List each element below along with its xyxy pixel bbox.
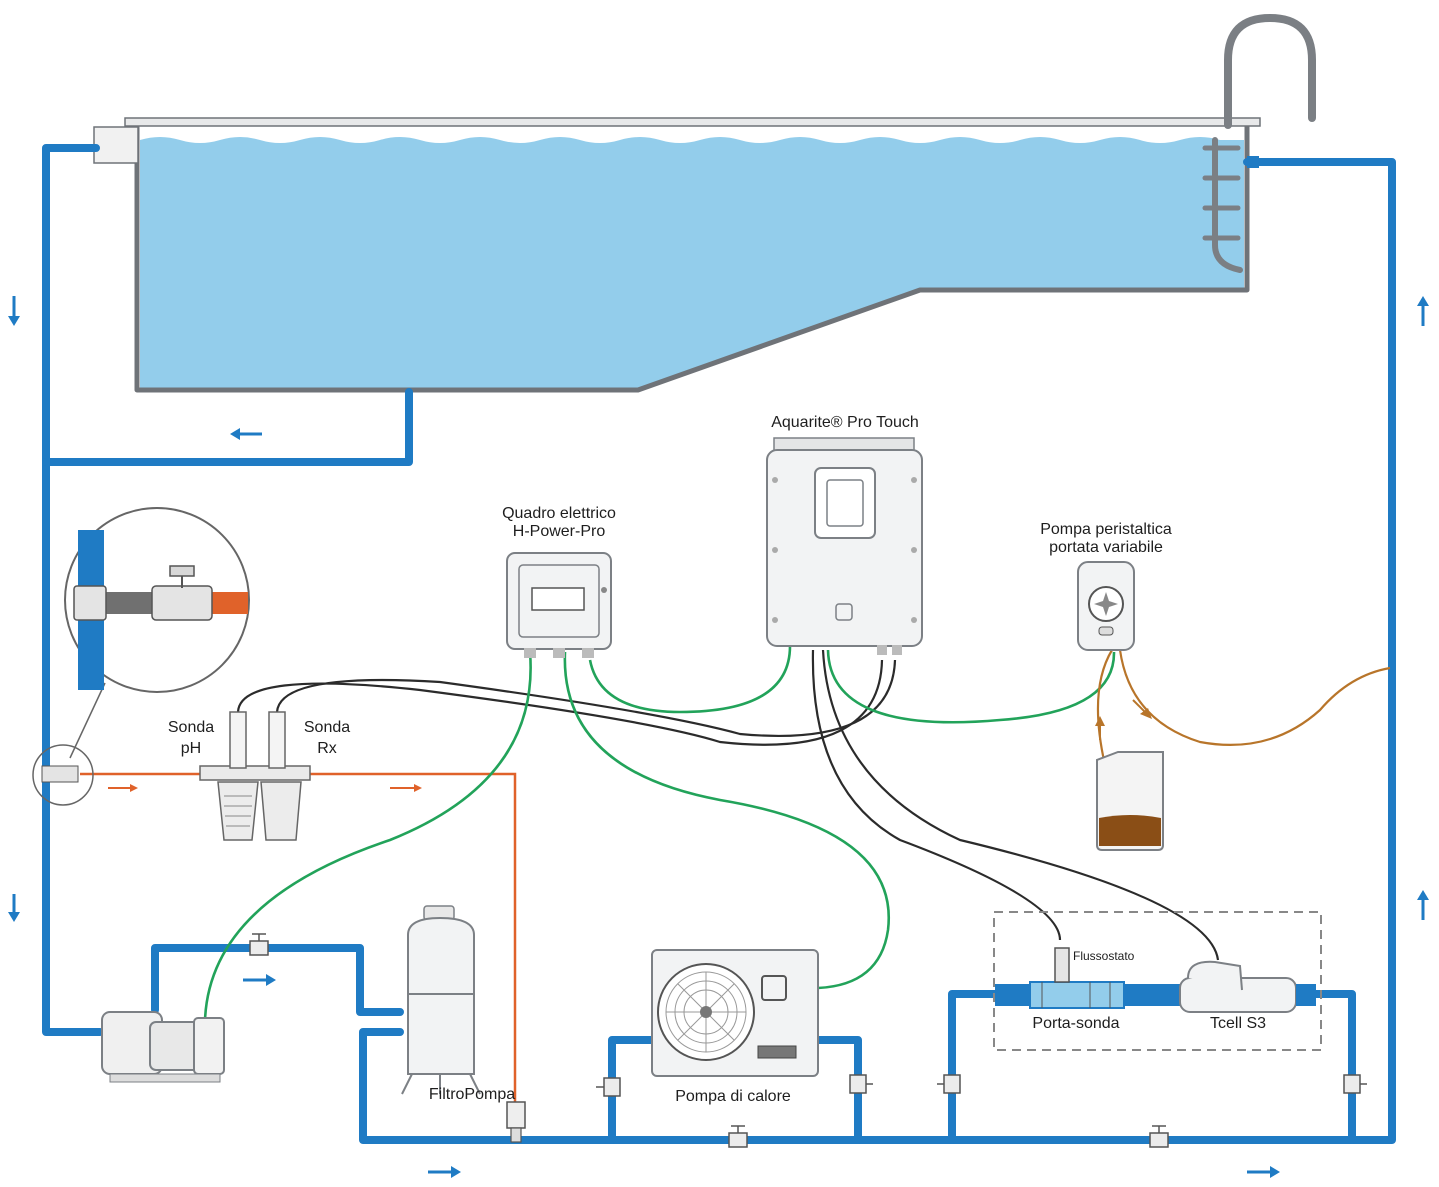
heat-pump-bypass xyxy=(608,1036,862,1144)
porta-sonda-label: Porta-sonda xyxy=(1032,1015,1120,1032)
green-cables xyxy=(203,645,1116,1021)
quadro-label-line2: H-Power-Pro xyxy=(512,523,606,540)
valve-icon xyxy=(728,1125,748,1148)
probe-holders xyxy=(199,711,311,841)
arrow-icon xyxy=(243,974,276,986)
arrow-icon xyxy=(8,296,20,326)
ladder-icon xyxy=(1202,13,1316,273)
quadro-label-line1: Quadro elettrico xyxy=(502,505,616,522)
sample-valve-bottom xyxy=(506,1101,526,1143)
filter-tank xyxy=(401,905,481,1095)
valve-icon xyxy=(849,1074,873,1094)
skimmer xyxy=(93,126,139,164)
fan-icon xyxy=(657,963,755,1061)
pool-water xyxy=(140,137,1244,388)
valve-icon xyxy=(249,933,269,956)
arrow-icon xyxy=(1247,1166,1280,1178)
aquarite-device xyxy=(766,437,923,655)
filter-out-pipe xyxy=(359,158,1396,1144)
magnifier-detail xyxy=(32,507,250,806)
valve-icon xyxy=(1343,1074,1367,1094)
pool-coping xyxy=(124,117,1261,127)
control-panel-device xyxy=(506,552,612,658)
flussostato-label: Flussostato xyxy=(1073,949,1135,963)
peristaltic-label-line1: Pompa peristaltica xyxy=(1040,521,1172,538)
return-inlet xyxy=(1247,156,1259,168)
cell-bypass xyxy=(948,990,1356,1144)
arrow-icon xyxy=(1417,890,1429,920)
tcell xyxy=(1179,960,1316,1013)
arrow-icon xyxy=(8,894,20,922)
valve-icon xyxy=(596,1077,621,1097)
aquarite-label: Aquarite® Pro Touch xyxy=(771,414,919,431)
flow-arrows xyxy=(8,296,1429,1178)
heat-pump xyxy=(651,949,819,1077)
pipes xyxy=(42,144,1396,1144)
probe-holder-pipe xyxy=(995,947,1181,1009)
filtro-pompa-label: FiltroPompa xyxy=(428,1086,516,1103)
sonda-ph-label-line2: pH xyxy=(180,740,202,757)
sonda-rx-label-line1: Sonda xyxy=(303,719,351,736)
valve-icon xyxy=(1149,1125,1169,1148)
peristaltic-label-line2: portata variabile xyxy=(1049,539,1163,556)
arrow-icon xyxy=(230,428,262,440)
black-cables xyxy=(236,649,1220,961)
pool-wall xyxy=(134,126,1250,393)
pool xyxy=(93,13,1316,393)
main-drain-pipe xyxy=(42,388,413,466)
peristaltic-pump-device xyxy=(1077,561,1135,651)
valve-icon xyxy=(937,1074,961,1094)
pump-to-filter-pipe xyxy=(151,944,404,1016)
tank-icon xyxy=(1096,751,1164,851)
sonda-rx-label-line2: Rx xyxy=(317,740,337,757)
arrow-icon xyxy=(1417,296,1429,326)
cell-dashed-box xyxy=(993,911,1322,1051)
dosing-lines xyxy=(1095,649,1391,766)
heat-pump-label: Pompa di calore xyxy=(675,1088,791,1105)
sonda-ph-label-line1: Sonda xyxy=(167,719,215,736)
valve-icons xyxy=(249,933,1367,1148)
tcell-label: Tcell S3 xyxy=(1209,1015,1267,1032)
arrow-icon xyxy=(428,1166,461,1178)
skimmer-pipe xyxy=(42,144,104,1036)
circulation-pump xyxy=(101,1011,225,1083)
